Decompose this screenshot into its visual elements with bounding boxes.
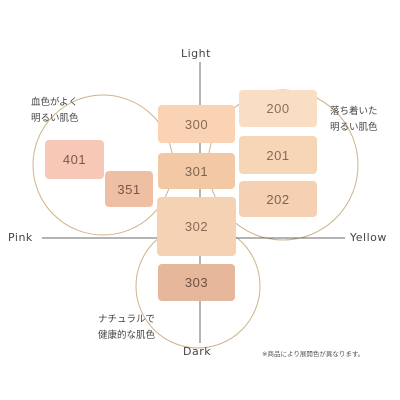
group-label-natural: ナチュラルで 健康的な肌色 xyxy=(98,314,156,341)
swatch-code: 351 xyxy=(117,181,141,197)
footnote: ※商品により展開色が異なります。 xyxy=(262,350,365,358)
swatch-351: 351 xyxy=(105,171,153,207)
swatch-302: 302 xyxy=(157,197,236,256)
group-label-yellow: 落ち着いた 明るい肌色 xyxy=(330,106,378,133)
swatch-code: 302 xyxy=(184,219,209,234)
swatch-code: 303 xyxy=(184,275,209,290)
swatch-code: 202 xyxy=(266,191,290,207)
swatch-code: 401 xyxy=(62,152,87,167)
swatch-300: 300 xyxy=(158,105,235,143)
axis-label-pink: Pink xyxy=(8,231,33,244)
swatch-code: 300 xyxy=(184,116,209,132)
axis-label-yellow: Yellow xyxy=(350,231,387,244)
swatch-202: 202 xyxy=(239,181,317,217)
swatch-303: 303 xyxy=(158,264,235,301)
swatch-code: 200 xyxy=(266,101,290,116)
axis-label-dark: Dark xyxy=(183,345,212,358)
swatch-code: 301 xyxy=(184,163,209,179)
swatch-code: 201 xyxy=(266,147,290,163)
group-label-pink: 血色がよく 明るい肌色 xyxy=(31,97,79,124)
axis-label-light: Light xyxy=(181,47,211,60)
swatch-200: 200 xyxy=(239,90,317,127)
swatch-301: 301 xyxy=(158,153,235,189)
swatch-401: 401 xyxy=(45,140,104,179)
swatch-201: 201 xyxy=(239,136,317,174)
